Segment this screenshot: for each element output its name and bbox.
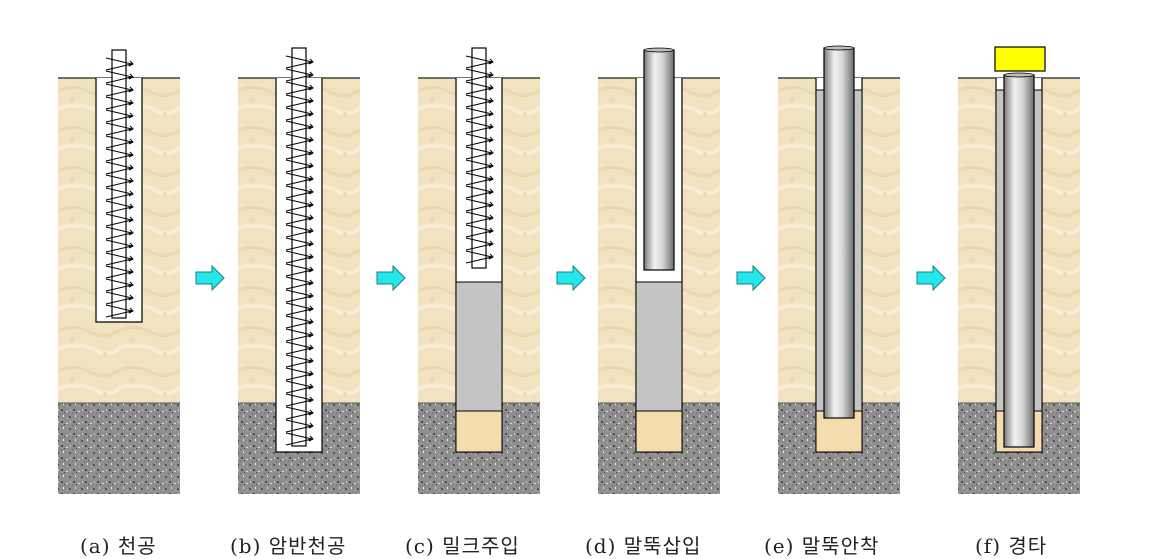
step-arrow-5 <box>916 264 946 292</box>
step-arrow-2 <box>376 264 406 292</box>
panel-c <box>418 47 540 494</box>
pile <box>1003 72 1035 448</box>
step-arrow-1 <box>195 264 225 292</box>
panel-b <box>238 47 360 494</box>
milk-grout <box>635 281 683 412</box>
pile <box>643 47 675 271</box>
rock-layer <box>58 403 180 494</box>
panel-d <box>598 47 720 494</box>
step-caption-e: (e) 말뚝안착 <box>764 534 880 558</box>
end-bearing-zone <box>455 410 503 453</box>
step-caption-c: (c) 밀크주입 <box>405 534 520 558</box>
milk-grout <box>455 281 503 412</box>
auger <box>465 47 494 269</box>
hammer <box>994 46 1046 72</box>
step-caption-d: (d) 말뚝삽입 <box>585 534 702 558</box>
panel-a <box>58 49 180 494</box>
step-caption-a: (a) 천공 <box>80 534 157 558</box>
step-caption-f: (f) 경타 <box>975 534 1048 558</box>
auger <box>285 47 314 447</box>
step-arrow-4 <box>736 264 766 292</box>
auger <box>105 49 134 319</box>
pile <box>823 45 855 419</box>
end-bearing-zone <box>635 410 683 453</box>
step-arrow-3 <box>556 264 586 292</box>
panel-f <box>958 46 1080 494</box>
step-caption-b: (b) 암반천공 <box>230 534 347 558</box>
panel-e <box>778 45 900 494</box>
